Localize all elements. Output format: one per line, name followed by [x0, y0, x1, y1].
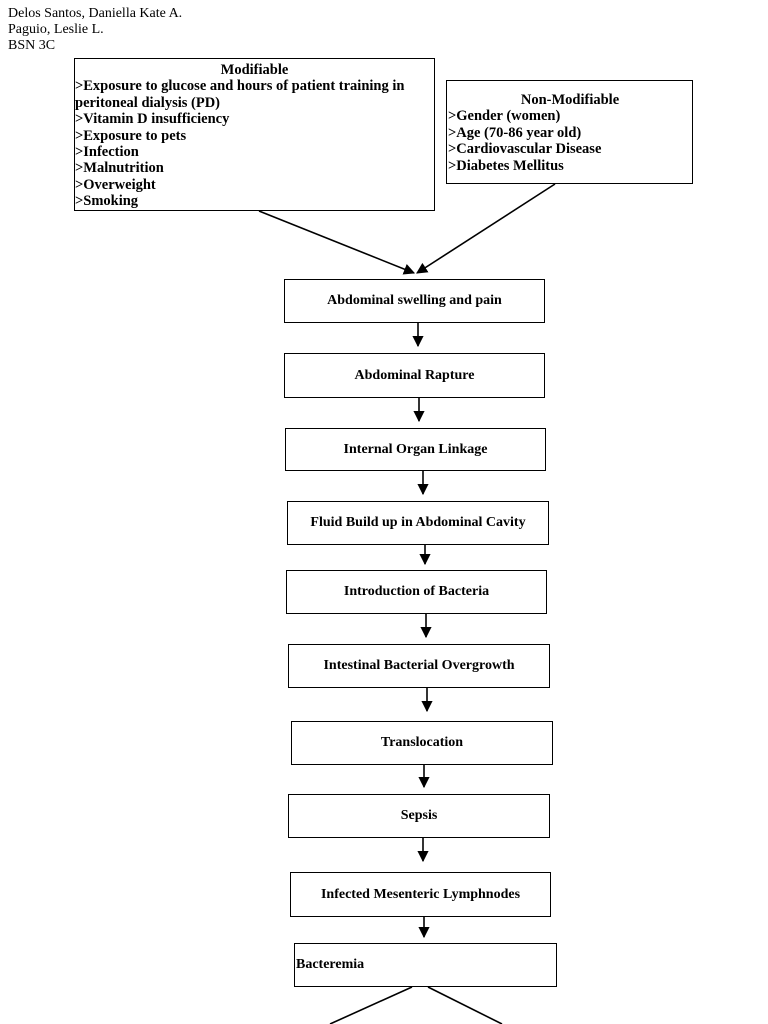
modifiable-item: >Infection — [75, 144, 139, 161]
step-abdominal-swelling: Abdominal swelling and pain — [284, 279, 545, 323]
step-abdominal-rapture: Abdominal Rapture — [284, 353, 545, 398]
modifiable-item: >Malnutrition — [75, 160, 164, 177]
modifiable-item: >Vitamin D insufficiency — [75, 111, 230, 128]
modifiable-item: >Exposure to glucose and hours of patien… — [75, 78, 405, 111]
non-modifiable-title: Non-Modifiable — [520, 92, 620, 108]
modifiable-item: >Smoking — [75, 193, 139, 210]
arrow-nonmodifiable-to-swelling — [416, 183, 556, 274]
step-introduction-of-bacteria: Introduction of Bacteria — [286, 570, 547, 614]
arrow-modifiable-to-swelling — [258, 210, 416, 275]
author-name-2: Paguio, Leslie L. — [8, 22, 104, 37]
modifiable-risk-factors-box: Modifiable >Exposure to glucose and hour… — [74, 58, 435, 211]
step-internal-organ-linkage: Internal Organ Linkage — [285, 428, 546, 471]
author-block: Delos Santos, Daniella Kate A. Paguio, L… — [8, 6, 182, 54]
step-translocation: Translocation — [291, 721, 553, 765]
non-modifiable-risk-factors-box: Non-Modifiable >Gender (women) >Age (70-… — [446, 80, 693, 184]
branch-line-right — [427, 986, 503, 1024]
step-fluid-build-up: Fluid Build up in Abdominal Cavity — [287, 501, 549, 545]
non-modifiable-item: >Cardiovascular Disease — [448, 141, 602, 158]
non-modifiable-item: >Diabetes Mellitus — [448, 157, 564, 174]
author-name-1: Delos Santos, Daniella Kate A. — [8, 6, 183, 21]
modifiable-item: >Overweight — [75, 176, 156, 193]
step-bacteremia: Bacteremia — [294, 943, 557, 987]
non-modifiable-item: >Age (70-86 year old) — [448, 124, 582, 141]
step-infected-mesenteric-lymphnodes: Infected Mesenteric Lymphnodes — [290, 872, 551, 917]
step-sepsis: Sepsis — [288, 794, 550, 838]
modifiable-item: >Exposure to pets — [75, 127, 187, 144]
modifiable-title: Modifiable — [220, 62, 289, 78]
section-label: BSN 3C — [8, 38, 56, 53]
branch-line-left — [329, 986, 413, 1024]
step-intestinal-bacterial-overgrowth: Intestinal Bacterial Overgrowth — [288, 644, 550, 688]
non-modifiable-item: >Gender (women) — [448, 108, 561, 125]
